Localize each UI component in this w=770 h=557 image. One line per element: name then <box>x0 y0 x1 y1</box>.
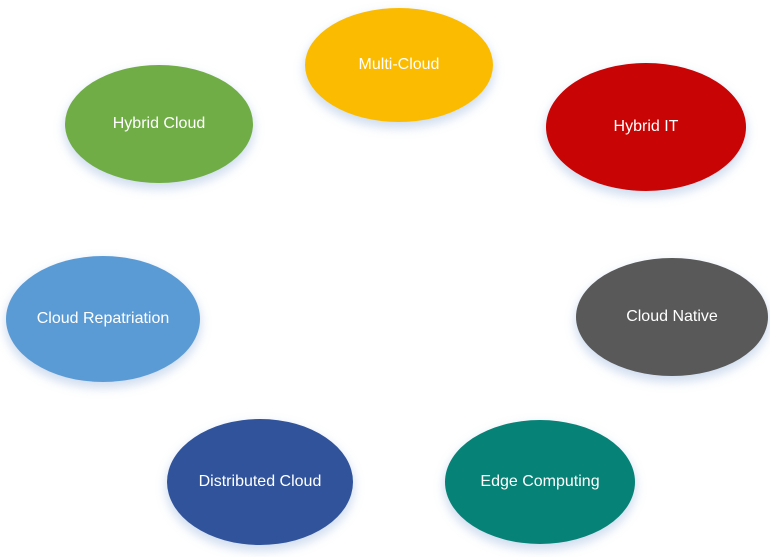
node-cloud-native: Cloud Native <box>576 258 768 376</box>
node-multi-cloud: Multi-Cloud <box>305 8 493 122</box>
node-hybrid-cloud: Hybrid Cloud <box>65 65 253 183</box>
node-distributed-cloud: Distributed Cloud <box>167 419 353 545</box>
node-label: Cloud Repatriation <box>36 309 170 327</box>
node-edge-computing: Edge Computing <box>445 420 635 544</box>
node-label: Hybrid Cloud <box>112 114 206 132</box>
node-label: Hybrid IT <box>613 117 679 135</box>
node-label: Multi-Cloud <box>358 55 440 73</box>
node-label: Distributed Cloud <box>198 472 322 490</box>
node-cloud-repatriation: Cloud Repatriation <box>6 256 200 382</box>
node-label: Edge Computing <box>480 472 600 490</box>
node-label: Cloud Native <box>626 307 718 325</box>
node-hybrid-it: Hybrid IT <box>546 63 746 191</box>
